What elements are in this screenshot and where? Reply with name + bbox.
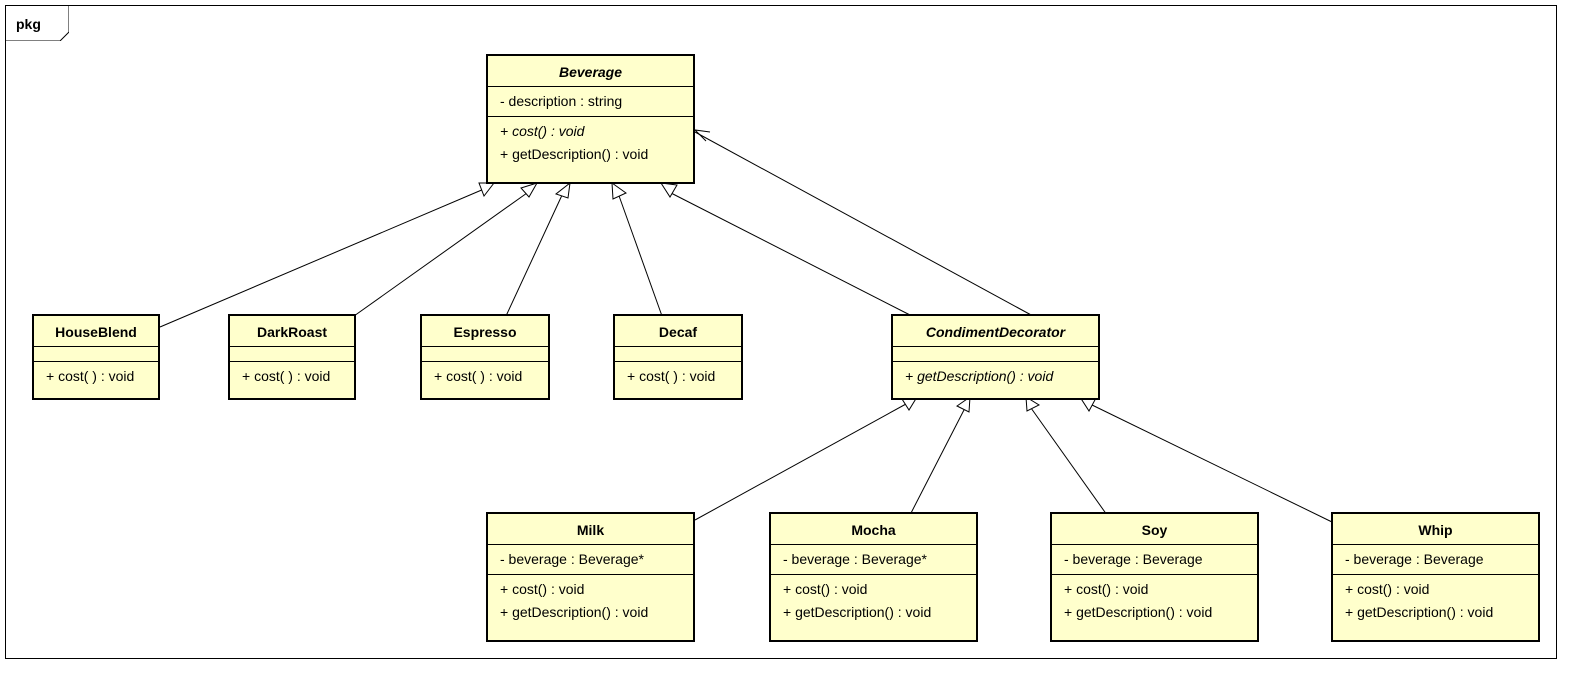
attribute-compartment [893, 347, 1098, 362]
operation: + getDescription() : void [500, 146, 649, 162]
attribute: - beverage : Beverage [1345, 551, 1484, 567]
attribute-compartment: - beverage : Beverage [1333, 545, 1538, 575]
edge-condiment-beverage-generalization [670, 192, 913, 317]
operation: + cost( ) : void [627, 368, 716, 384]
class-milk[interactable]: Milk - beverage : Beverage* + cost() : v… [486, 512, 695, 642]
operation: + cost( ) : void [242, 368, 331, 384]
attribute-compartment: - description : string [488, 87, 693, 117]
operation-compartment: + cost( ) : void [230, 362, 354, 391]
class-name: HouseBlend [34, 316, 158, 347]
operation: + cost() : void [783, 581, 868, 597]
operation: + getDescription() : void [500, 604, 649, 620]
package-tab [5, 5, 69, 41]
class-whip[interactable]: Whip - beverage : Beverage + cost() : vo… [1331, 512, 1540, 642]
edge-whip-condiment [1089, 403, 1333, 523]
operation: + getDescription() : void [783, 604, 932, 620]
operation: + getDescription() : void [1064, 604, 1213, 620]
operation: + getDescription() : void [905, 368, 1054, 384]
operation: + getDescription() : void [1345, 604, 1494, 620]
class-houseblend[interactable]: HouseBlend + cost( ) : void [32, 314, 160, 400]
edge-mocha-condiment [909, 407, 966, 516]
class-name: Mocha [771, 514, 976, 545]
triangle-arrowhead [1025, 396, 1041, 412]
operation-compartment: + cost( ) : void [34, 362, 158, 391]
class-name: CondimentDecorator [893, 316, 1098, 347]
attribute-compartment: - beverage : Beverage* [488, 545, 693, 575]
edge-condiment-beverage-association [694, 131, 1034, 317]
attribute-compartment: - beverage : Beverage* [771, 545, 976, 575]
operation: + cost() : void [1064, 581, 1149, 597]
class-name: Decaf [615, 316, 741, 347]
operation-compartment: + cost( ) : void [422, 362, 548, 391]
attribute: - beverage : Beverage* [500, 551, 644, 567]
triangle-arrowhead [520, 182, 539, 198]
class-decaf[interactable]: Decaf + cost( ) : void [613, 314, 743, 400]
triangle-arrowhead [478, 182, 496, 198]
operation-compartment: + getDescription() : void [893, 362, 1098, 391]
operation-compartment: + cost() : void + getDescription() : voi… [488, 117, 693, 169]
package-label: pkg [16, 16, 41, 32]
edge-espresso-beverage [505, 192, 564, 317]
class-espresso[interactable]: Espresso + cost( ) : void [420, 314, 550, 400]
operation-compartment: + cost( ) : void [615, 362, 741, 391]
open-arrowhead [693, 129, 711, 142]
class-darkroast[interactable]: DarkRoast + cost( ) : void [228, 314, 356, 400]
attribute-compartment [615, 347, 741, 362]
triangle-arrowhead [956, 395, 971, 413]
operation-compartment: + cost() : void + getDescription() : voi… [1333, 575, 1538, 627]
class-soy[interactable]: Soy - beverage : Beverage + cost() : voi… [1050, 512, 1259, 642]
operation: + cost() : void [500, 581, 585, 597]
edge-darkroast-beverage [353, 192, 528, 317]
edge-houseblend-beverage [159, 188, 485, 328]
edge-decaf-beverage [617, 192, 663, 317]
attribute: - description : string [500, 93, 623, 109]
attribute-compartment [230, 347, 354, 362]
operation: + cost() : void [500, 123, 585, 139]
triangle-arrowhead [611, 181, 627, 200]
class-beverage[interactable]: Beverage - description : string + cost()… [486, 54, 695, 184]
operation-compartment: + cost() : void + getDescription() : voi… [771, 575, 976, 627]
triangle-arrowhead [660, 182, 678, 198]
attribute-compartment [34, 347, 158, 362]
class-name: Soy [1052, 514, 1257, 545]
edge-soy-condiment [1030, 407, 1108, 516]
attribute: - beverage : Beverage [1064, 551, 1203, 567]
class-name: Milk [488, 514, 693, 545]
operation: + cost( ) : void [46, 368, 135, 384]
class-mocha[interactable]: Mocha - beverage : Beverage* + cost() : … [769, 512, 978, 642]
attribute: - beverage : Beverage* [783, 551, 927, 567]
class-name: DarkRoast [230, 316, 354, 347]
class-name: Espresso [422, 316, 548, 347]
operation: + cost( ) : void [434, 368, 523, 384]
attribute-compartment [422, 347, 548, 362]
operation: + cost() : void [1345, 581, 1430, 597]
edge-milk-condiment [694, 403, 907, 521]
triangle-arrowhead [554, 181, 571, 199]
class-name: Whip [1333, 514, 1538, 545]
class-name: Beverage [488, 56, 693, 87]
class-condimentdecorator[interactable]: CondimentDecorator + getDescription() : … [891, 314, 1100, 400]
operation-compartment: + cost() : void + getDescription() : voi… [1052, 575, 1257, 627]
operation-compartment: + cost() : void + getDescription() : voi… [488, 575, 693, 627]
attribute-compartment: - beverage : Beverage [1052, 545, 1257, 575]
